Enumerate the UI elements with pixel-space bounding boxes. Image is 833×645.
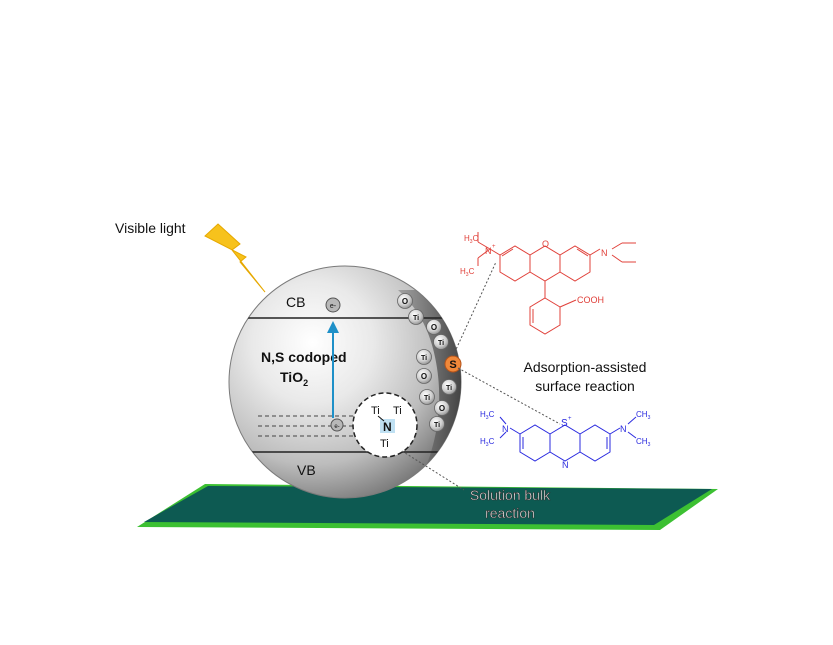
electron-cb xyxy=(325,297,341,313)
surface-atom xyxy=(408,309,424,325)
electron-impurity-label: e- xyxy=(334,424,339,430)
mb-s-plus: S xyxy=(561,418,568,429)
dopant-ti-bottom: Ti xyxy=(380,438,389,450)
surface-atom xyxy=(441,379,457,395)
mb-ch3-top-ch: CH xyxy=(636,410,648,419)
sulfur-site: S xyxy=(444,355,462,373)
mb-s-plus-charge: + xyxy=(568,416,572,422)
mb-h3c-top-c: C xyxy=(489,410,495,419)
surface-atom-label: O xyxy=(439,404,445,413)
connector-to-solution xyxy=(401,450,465,491)
mb-h3c-top-sub: 3 xyxy=(486,415,489,421)
electron-impurity xyxy=(330,418,344,432)
substrate-plate xyxy=(137,484,718,530)
rhodamine-cooh: COOH xyxy=(577,295,604,305)
surface-atom-label: Ti xyxy=(446,385,452,392)
connector-to-rhodamine xyxy=(452,261,497,357)
surface-atom-label: Ti xyxy=(421,355,427,362)
surface-atom-label: Ti xyxy=(413,315,419,322)
surface-atom-label: Ti xyxy=(434,422,440,429)
electron-cb-label: e- xyxy=(330,303,337,310)
mb-h3c-bottom-c: C xyxy=(489,437,495,446)
surface-atom-label: Ti xyxy=(438,340,444,347)
surface-atom xyxy=(433,334,449,350)
surface-atom-label: O xyxy=(431,323,437,332)
mb-n-ring: N xyxy=(562,460,569,470)
mb-n-right: N xyxy=(620,424,627,434)
rhodamine-n-plus: N xyxy=(485,246,492,256)
mb-h3c-top: H3C xyxy=(480,410,495,421)
rhodamine-h3c-top-h: H xyxy=(464,234,470,243)
material-label-line1: N,S codoped xyxy=(261,349,347,365)
mb-ch3-top-sub: 3 xyxy=(648,415,651,421)
cb-label: CB xyxy=(286,294,305,310)
solution-label-line2: reaction xyxy=(485,505,535,521)
visible-light-label: Visible light xyxy=(115,220,186,236)
surface-atom xyxy=(429,416,445,432)
rhodamine-h3c-top-c: C xyxy=(473,234,479,243)
rhodamine-h3c-bottom: H3C xyxy=(460,267,475,278)
material-label-line2: TiO2 xyxy=(280,369,308,388)
mb-ch3-top: CH3 xyxy=(636,410,651,421)
rhodamine-h3c-bottom-sub: 3 xyxy=(466,272,469,278)
mb-h3c-bottom: H3C xyxy=(480,437,495,448)
surface-atom xyxy=(416,368,432,384)
mb-n-left: N xyxy=(502,424,509,434)
adsorption-label-line1: Adsorption-assisted xyxy=(524,359,647,375)
surface-atom-label: O xyxy=(421,372,427,381)
dopant-bond xyxy=(377,415,385,422)
rhodamine-h3c-top-sub: 3 xyxy=(470,239,473,245)
material-subscript: 2 xyxy=(303,378,308,388)
rhodamine-n-plus-charge: + xyxy=(492,244,496,250)
surface-atom xyxy=(397,293,413,309)
connector-to-methylene-blue xyxy=(457,367,561,425)
rhodamine-n-right: N xyxy=(601,248,608,258)
surface-atom-label: Ti xyxy=(424,395,430,402)
dopant-inset: Ti Ti N Ti xyxy=(352,392,418,458)
rhodamine-b-structure xyxy=(477,232,636,335)
surface-atom xyxy=(419,389,435,405)
rhodamine-o: O xyxy=(542,239,549,249)
rhodamine-h3c-bottom-h: H xyxy=(460,267,466,276)
vb-label: VB xyxy=(297,462,316,478)
dopant-ti-top-right: Ti xyxy=(393,405,402,417)
methylene-blue-structure xyxy=(499,416,637,462)
surface-atom xyxy=(434,400,450,416)
adsorption-label-line2: surface reaction xyxy=(535,378,635,394)
dopant-ti-top-left: Ti xyxy=(371,405,380,417)
surface-atom xyxy=(416,349,432,365)
nitrogen-highlight xyxy=(380,419,395,433)
mb-h3c-top-h: H xyxy=(480,410,486,419)
surface-atom-label: O xyxy=(402,297,408,306)
solution-label-line1: Solution bulk xyxy=(470,487,551,503)
mb-ch3-bottom-sub: 3 xyxy=(648,442,651,448)
dopant-n: N xyxy=(383,420,392,434)
rhodamine-h3c-top: H3C xyxy=(464,234,479,245)
mb-ch3-bottom: CH3 xyxy=(636,437,651,448)
sulfur-label: S xyxy=(449,359,456,371)
lightning-bolt-icon xyxy=(204,223,266,293)
rhodamine-h3c-bottom-c: C xyxy=(469,267,475,276)
mb-ch3-bottom-ch: CH xyxy=(636,437,648,446)
tio2-particle: CB VB N,S codoped TiO2 e- e- Ti Ti N Ti … xyxy=(228,265,462,499)
material-tio: TiO xyxy=(280,369,303,385)
surface-atom xyxy=(426,319,442,335)
mb-h3c-bottom-h: H xyxy=(480,437,486,446)
mb-h3c-bottom-sub: 3 xyxy=(486,442,489,448)
